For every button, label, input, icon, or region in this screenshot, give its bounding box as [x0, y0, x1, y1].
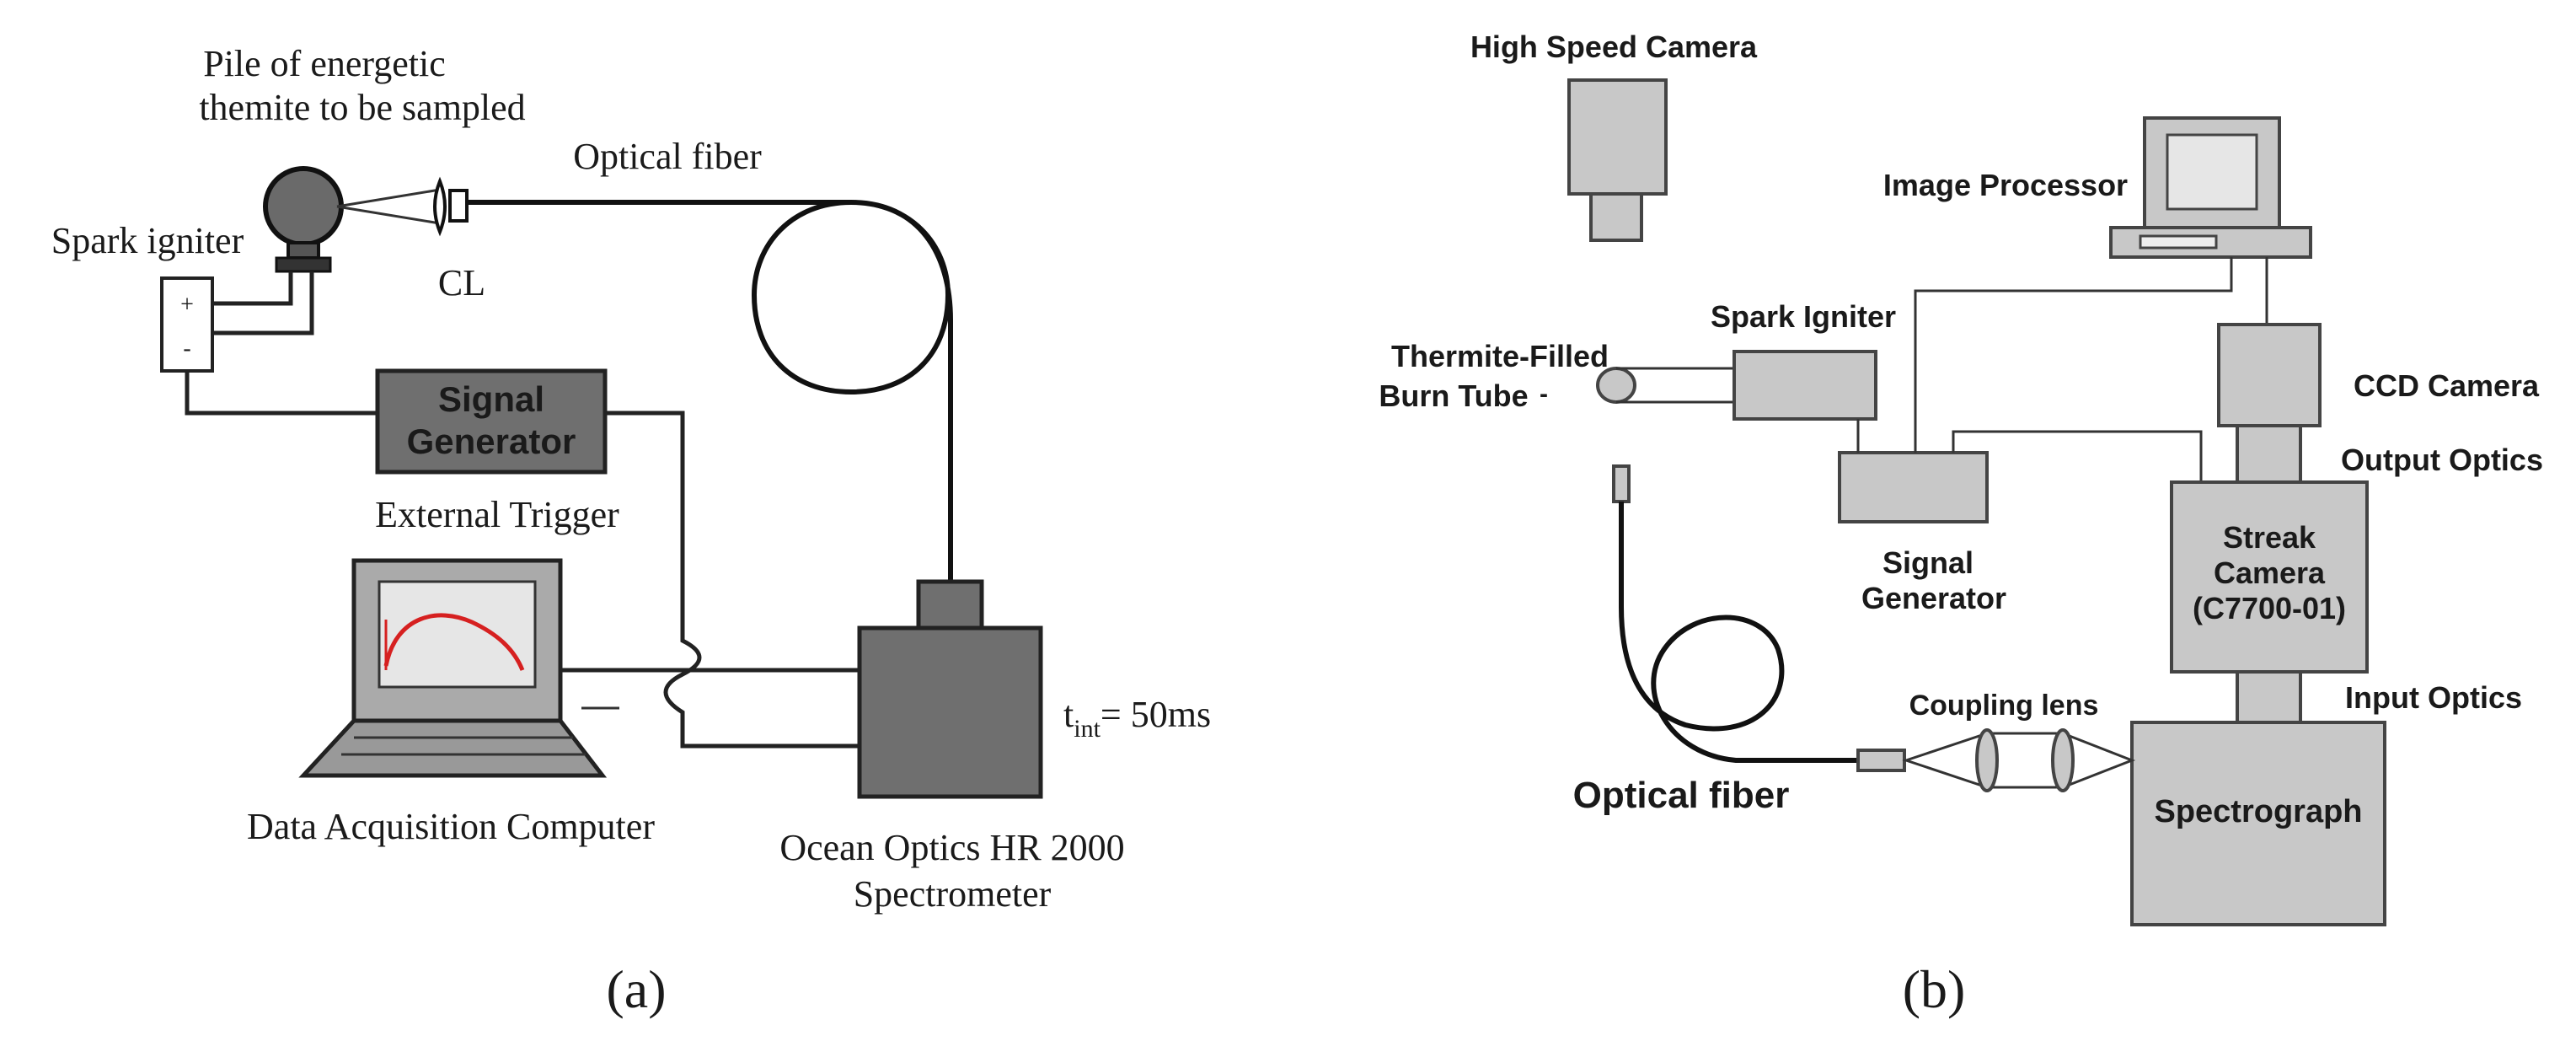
collimating-lens: [433, 176, 447, 237]
plus-terminal: +: [180, 292, 194, 318]
fiber-end-cap: [1612, 464, 1631, 503]
signal-generator-label-2: Generator: [407, 421, 576, 461]
burn-tube-label-2: Burn Tube: [1379, 378, 1528, 413]
input-optics-label: Input Optics: [2345, 680, 2522, 715]
streak-camera-label-2: Camera: [2214, 556, 2326, 590]
t-value: = 50ms: [1101, 694, 1211, 735]
caption-a: (a): [606, 959, 666, 1019]
spark-igniter-label-b: Spark Igniter: [1711, 299, 1896, 334]
optical-fiber-label-a: Optical fiber: [573, 136, 762, 177]
panel-b: High Speed Camera Image Processor Spark …: [1379, 30, 2543, 1019]
pc-drive: [2139, 234, 2218, 250]
signal-to-streak-wire: [1952, 430, 2203, 482]
spectrometer-port: [916, 579, 984, 631]
signal-generator-b-label-2: Generator: [1861, 581, 2006, 615]
high-speed-camera-body: [1567, 78, 1668, 196]
burn-tube-label-1: Thermite-Filled: [1391, 339, 1609, 373]
spectrometer: [857, 625, 1043, 799]
coupling-lens-1: [1975, 728, 1999, 792]
optical-fiber-a: [467, 199, 953, 582]
spark-igniter-b: [1733, 350, 1877, 421]
input-optics: [2236, 670, 2302, 724]
external-trigger-wire: [605, 411, 860, 749]
coupling-lens-2: [2051, 728, 2075, 792]
sample-label-line2: themite to be sampled: [199, 87, 525, 128]
burn-tube-body: [1616, 367, 1734, 404]
minus-label-b: -: [1540, 380, 1548, 408]
signal-generator-a: [375, 368, 608, 475]
streak-camera: [2170, 480, 2369, 674]
external-trigger-label: External Trigger: [375, 494, 619, 535]
optical-fiber-label-b: Optical fiber: [1573, 775, 1790, 816]
keyboard-lines: [341, 736, 586, 756]
igniter-base: [275, 256, 332, 273]
signal-generator-b-label-1: Signal: [1882, 545, 1974, 580]
igniter-mount: [287, 241, 320, 260]
monitor-screen: [2166, 133, 2258, 211]
optical-fiber-b: [1619, 502, 1858, 763]
spectrograph: [2130, 721, 2386, 926]
output-optics-label: Output Optics: [2341, 443, 2543, 477]
burn-tube: [1596, 367, 1636, 404]
igniter-wires: [212, 271, 314, 335]
computer-label: Data Acquisition Computer: [247, 806, 655, 847]
output-optics: [2236, 424, 2302, 484]
streak-camera-label-3: (C7700-01): [2193, 591, 2346, 625]
igniter-trigger-wire: [185, 371, 378, 416]
ccd-camera-label: CCD Camera: [2354, 368, 2540, 403]
panel-a: Pile of energetic themite to be sampled …: [51, 43, 1211, 1019]
high-speed-camera-lens: [1589, 192, 1643, 242]
signal-generator-b: [1838, 451, 1989, 523]
streak-camera-label-1: Streak: [2223, 520, 2316, 555]
spectrometer-label-2: Spectrometer: [854, 873, 1052, 915]
coupling-beam: [1902, 732, 2136, 789]
fiber-connector-b: [1856, 749, 1906, 772]
high-speed-camera-label: High Speed Camera: [1470, 30, 1758, 64]
fiber-connector: [448, 189, 469, 223]
coupling-lens-label: Coupling lens: [1909, 690, 2099, 722]
cl-label: CL: [438, 262, 485, 303]
signal-to-processor-wire: [1914, 257, 2233, 453]
light-cone: [336, 188, 441, 225]
laptop-screen: [378, 580, 537, 689]
caption-b: (b): [1903, 959, 1966, 1019]
spark-igniter-label-a: Spark igniter: [51, 220, 244, 261]
t-subscript: int: [1074, 715, 1101, 743]
spectrometer-label-1: Ocean Optics HR 2000: [779, 827, 1124, 868]
image-processor-label: Image Processor: [1883, 168, 2128, 202]
thermite-pile: [263, 166, 344, 247]
ccd-camera: [2217, 323, 2322, 427]
sample-label-line1: Pile of energetic: [203, 43, 446, 84]
minus-terminal-a: -: [183, 335, 190, 362]
spectrograph-label: Spectrograph: [2154, 794, 2362, 829]
laptop-keyboard: [298, 718, 608, 778]
t-base: t: [1063, 694, 1074, 735]
spectrum-curve: [383, 613, 525, 671]
integration-time-label: tint= 50ms: [1063, 694, 1211, 743]
signal-generator-label-1: Signal: [438, 379, 544, 419]
